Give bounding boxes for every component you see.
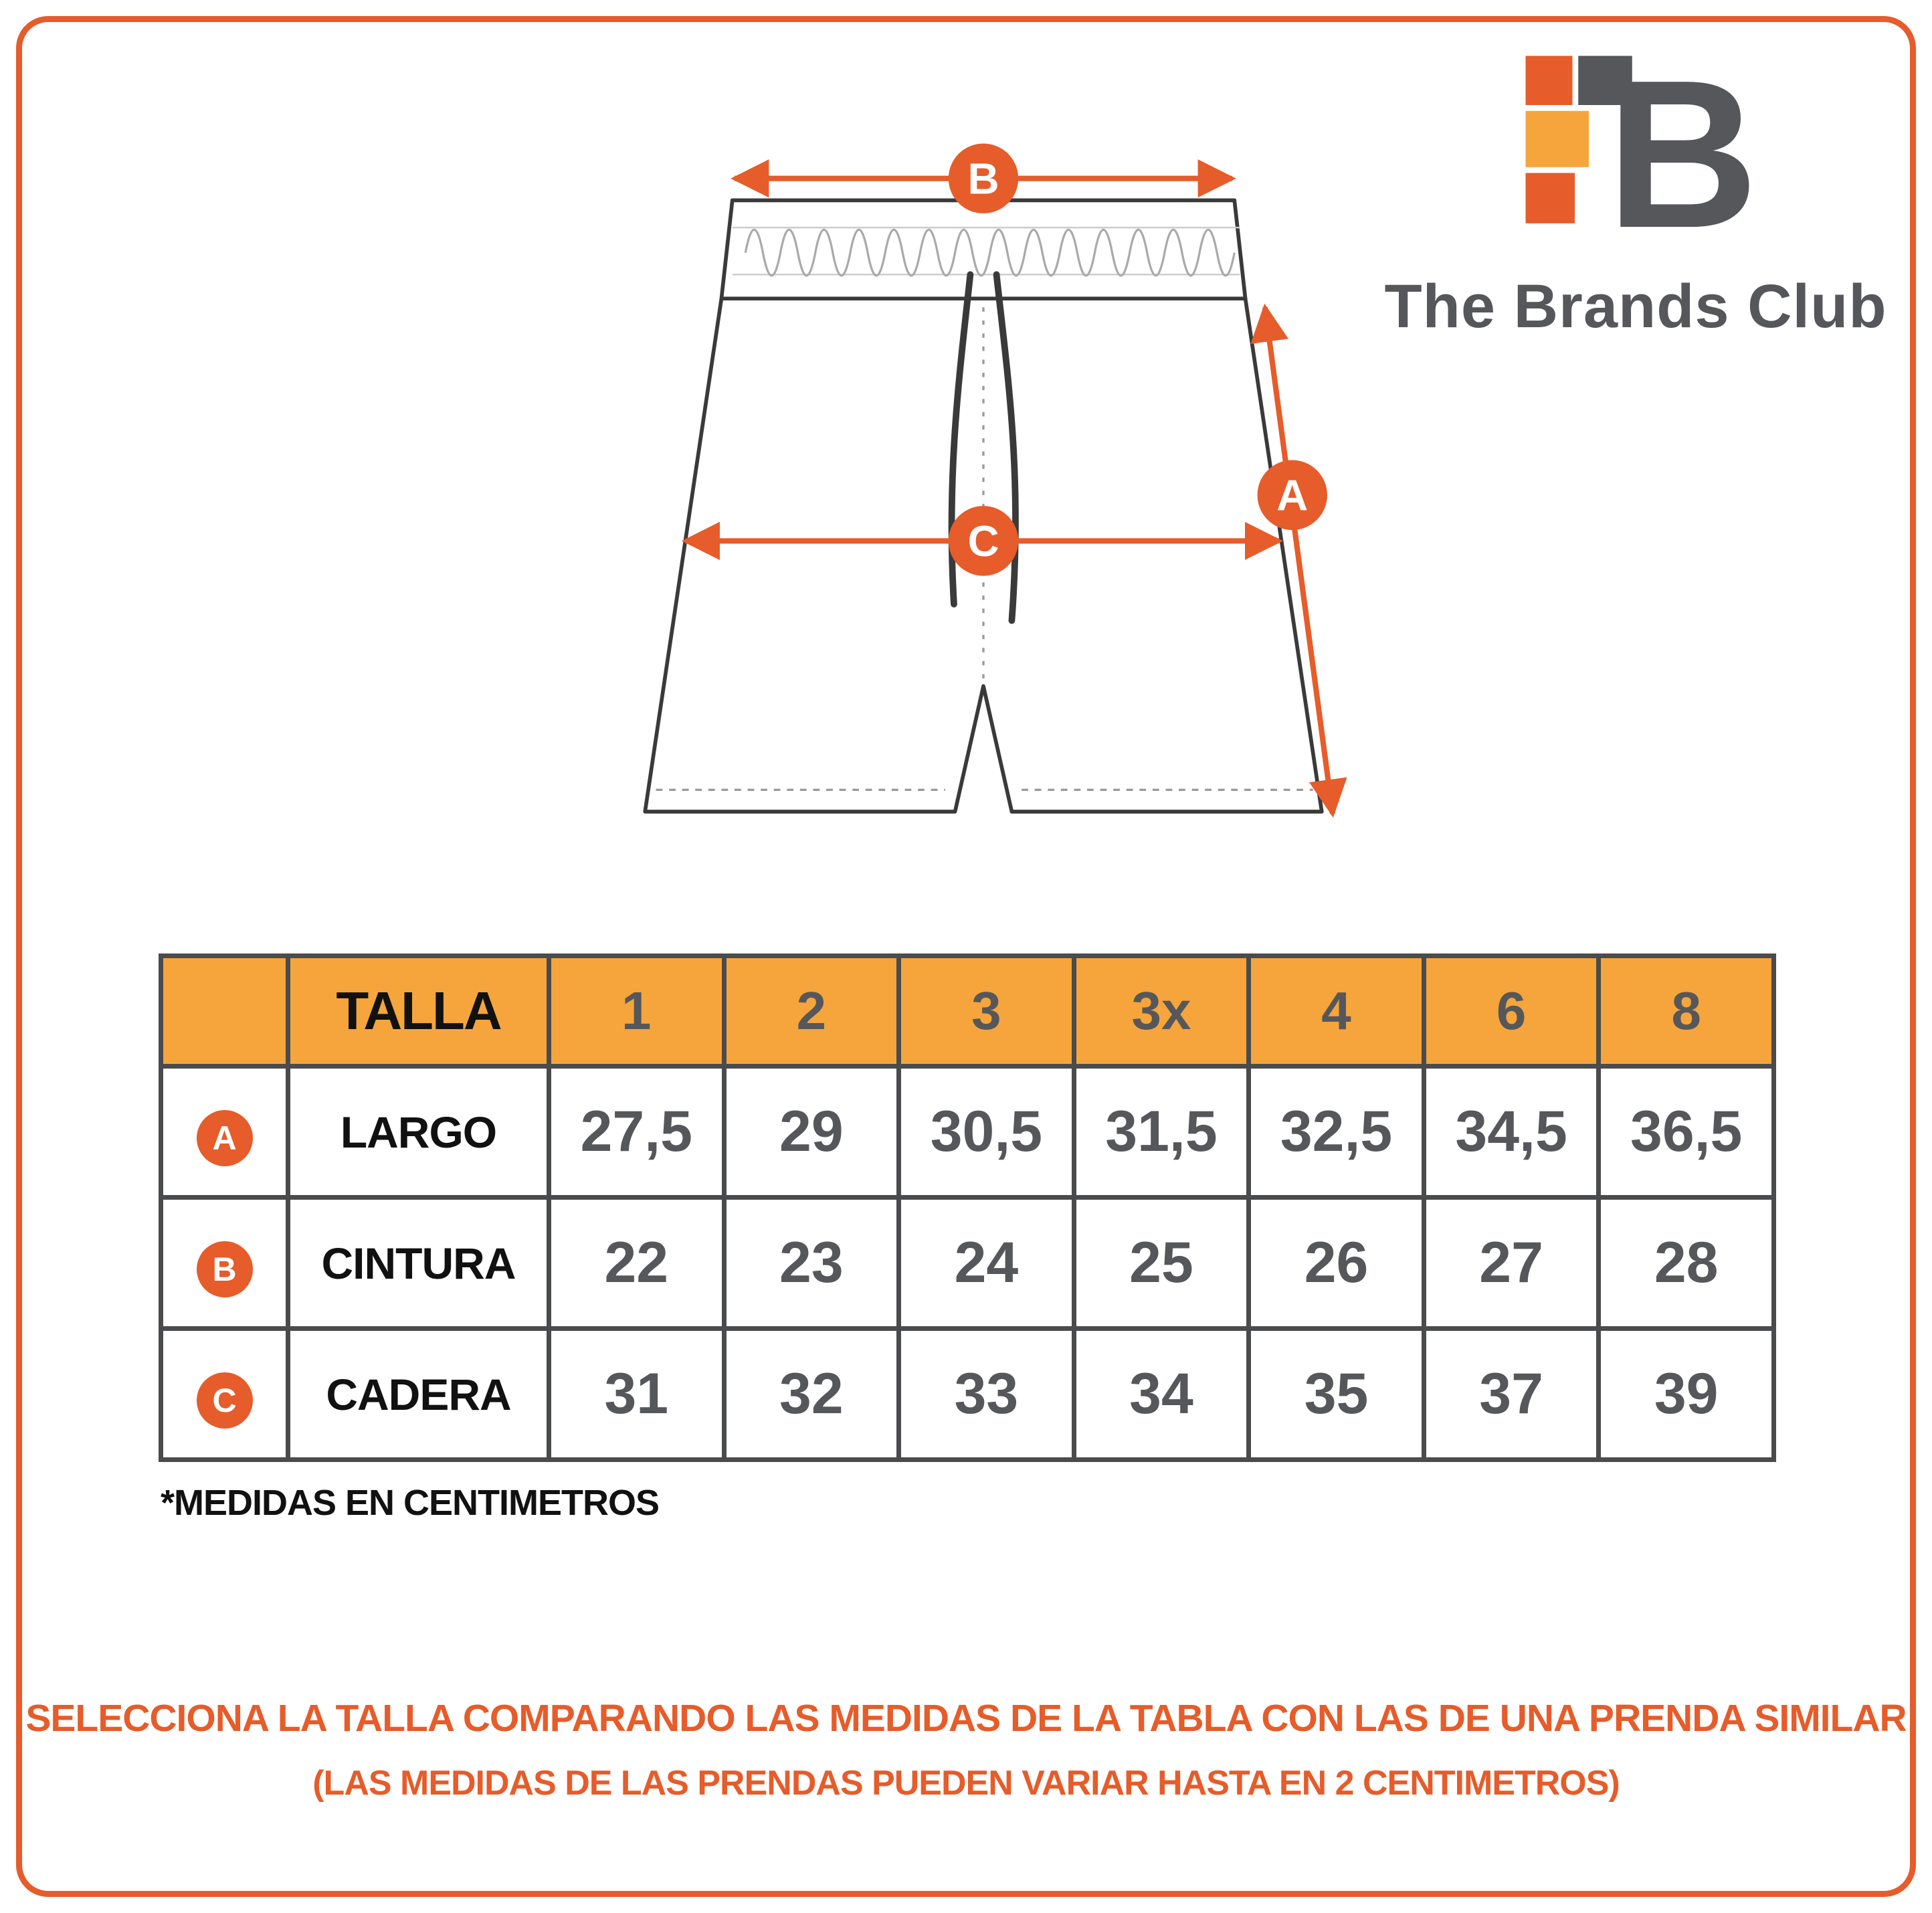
cadera-value-6: 37	[1421, 1326, 1602, 1462]
header-size-3x: 3x	[1071, 953, 1252, 1069]
row-badge-c: C	[196, 1372, 253, 1429]
row-label-cintura: CINTURA	[286, 1195, 551, 1331]
logo-tile-gray-top	[1578, 56, 1632, 105]
largo-value-6: 34,5	[1421, 1064, 1602, 1200]
row-label-cadera: CADERA	[286, 1326, 551, 1462]
cadera-value-3x: 34	[1071, 1326, 1252, 1462]
logo-tile-orange-top	[1525, 56, 1573, 105]
badge-cell-c: C	[159, 1326, 290, 1462]
header-size-4: 4	[1246, 953, 1426, 1069]
cintura-value-2: 23	[721, 1195, 902, 1331]
largo-value-4: 32,5	[1246, 1064, 1426, 1200]
units-note: *MEDIDAS EN CENTIMETROS	[161, 1483, 660, 1523]
largo-value-8: 36,5	[1596, 1064, 1776, 1200]
cadera-value-3: 33	[896, 1326, 1076, 1462]
largo-value-3x: 31,5	[1071, 1064, 1252, 1200]
table-header-row: TALLA 1 2 3 3x 4 6 8	[159, 953, 1776, 1069]
row-label-largo: LARGO	[286, 1064, 551, 1200]
header-size-6: 6	[1421, 953, 1602, 1069]
waistband-scribble	[744, 229, 1236, 277]
cadera-value-8: 39	[1596, 1326, 1776, 1462]
footer-line-2: (LAS MEDIDAS DE LAS PRENDAS PUEDEN VARIA…	[312, 1764, 1620, 1803]
cintura-value-3x: 25	[1071, 1195, 1252, 1331]
drawstring-right	[993, 271, 1019, 624]
size-table: TALLA 1 2 3 3x 4 6 8 A LARGO 27,5	[159, 953, 1776, 1462]
measure-c-badge	[948, 506, 1019, 576]
cintura-value-3: 24	[896, 1195, 1076, 1331]
header-size-1: 1	[547, 953, 727, 1069]
footer-line-1: SELECCIONA LA TALLA COMPARANDO LAS MEDID…	[25, 1697, 1907, 1740]
cadera-value-2: 32	[721, 1326, 902, 1462]
measure-a-label: A	[1276, 471, 1308, 520]
table-row-largo: A LARGO 27,5 29 30,5 31,5 32,5 34,5 36,5	[159, 1064, 1776, 1200]
largo-value-3: 30,5	[896, 1064, 1076, 1200]
brand-wordmark: The Brands Club	[1384, 272, 1887, 341]
badge-cell-b: B	[159, 1195, 290, 1331]
measure-b-badge	[948, 143, 1019, 213]
brand-logo: B The Brands Club	[1371, 47, 1900, 342]
brand-logo-mark: B	[1525, 47, 1753, 248]
header-size-3: 3	[896, 953, 1076, 1069]
header-size-8: 8	[1596, 953, 1776, 1069]
header-talla: TALLA	[286, 953, 551, 1069]
logo-letter: B	[1606, 47, 1753, 248]
footer-instructions: SELECCIONA LA TALLA COMPARANDO LAS MEDID…	[0, 1696, 1932, 1803]
measure-b-label: B	[967, 155, 999, 203]
badge-cell-a: A	[159, 1064, 290, 1200]
logo-tile-orange-bottom	[1525, 173, 1575, 223]
table-row-cadera: C CADERA 31 32 33 34 35 37 39	[159, 1326, 1776, 1462]
cintura-value-8: 28	[1596, 1195, 1776, 1331]
row-badge-a: A	[196, 1110, 253, 1166]
header-corner-cell	[159, 953, 290, 1069]
table-row-cintura: B CINTURA 22 23 24 25 26 27 28	[159, 1195, 1776, 1331]
largo-value-2: 29	[721, 1064, 902, 1200]
largo-value-1: 27,5	[547, 1064, 727, 1200]
cadera-value-4: 35	[1246, 1326, 1426, 1462]
logo-tile-amber-mid	[1525, 110, 1589, 167]
measure-a-badge	[1257, 460, 1327, 531]
size-table-wrap: TALLA 1 2 3 3x 4 6 8 A LARGO 27,5	[159, 953, 1776, 1462]
cintura-value-6: 27	[1421, 1195, 1602, 1331]
cadera-value-1: 31	[547, 1326, 727, 1462]
header-size-2: 2	[721, 953, 902, 1069]
measure-c-label: C	[967, 517, 999, 565]
cintura-value-1: 22	[547, 1195, 727, 1331]
cintura-value-4: 26	[1246, 1195, 1426, 1331]
waistband	[719, 198, 1248, 301]
measure-a-line	[1250, 303, 1347, 818]
row-badge-b: B	[196, 1241, 253, 1297]
shorts-diagram: B C A	[569, 134, 1398, 900]
